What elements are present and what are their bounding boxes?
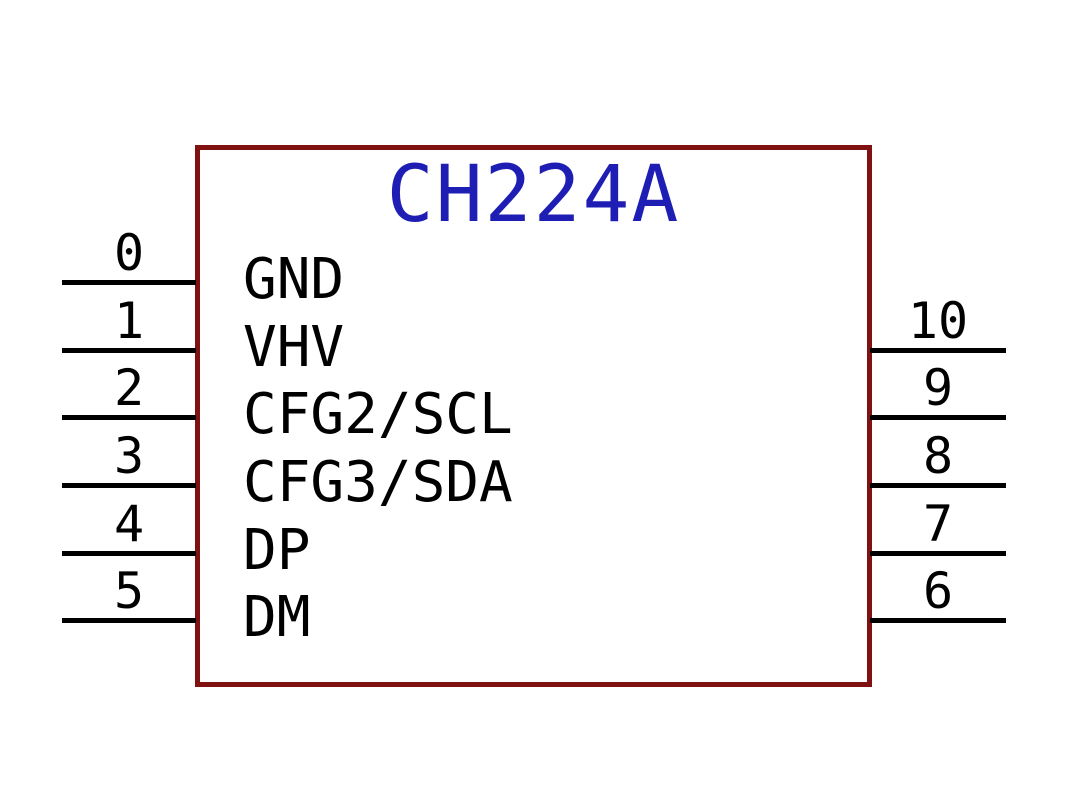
- pin-number: 6: [922, 562, 954, 620]
- pin-wire: [62, 347, 196, 353]
- pin-number: 7: [922, 495, 954, 553]
- pin-label: CFG3/SDA: [243, 450, 513, 515]
- pin-wire: [870, 414, 1006, 420]
- chip-title: CH224A: [386, 150, 681, 240]
- pin-number: 9: [922, 359, 954, 417]
- pin-label: DM: [243, 585, 311, 650]
- pin-number: 5: [113, 562, 145, 620]
- pin-number: 3: [113, 427, 145, 485]
- pin-wire: [62, 617, 196, 623]
- pin-wire: [62, 550, 196, 556]
- pin-label: DP: [243, 518, 311, 583]
- pin-wire: [62, 414, 196, 420]
- pin-wire: [870, 550, 1006, 556]
- pin-number: 2: [113, 359, 145, 417]
- chip-body: [195, 145, 872, 687]
- pin-wire: [870, 617, 1006, 623]
- pin-wire: [870, 347, 1006, 353]
- pin-label: CFG2/SCL: [243, 382, 513, 447]
- pin-number: 8: [922, 427, 954, 485]
- pin-wire: [62, 279, 196, 285]
- pin-label: VHV: [243, 315, 345, 380]
- pin-number: 10: [907, 292, 969, 350]
- pin-wire: [870, 482, 1006, 488]
- pin-number: 4: [113, 495, 145, 553]
- pin-number: 1: [113, 292, 145, 350]
- pin-number: 0: [113, 224, 145, 282]
- pin-label: GND: [243, 247, 345, 312]
- pin-wire: [62, 482, 196, 488]
